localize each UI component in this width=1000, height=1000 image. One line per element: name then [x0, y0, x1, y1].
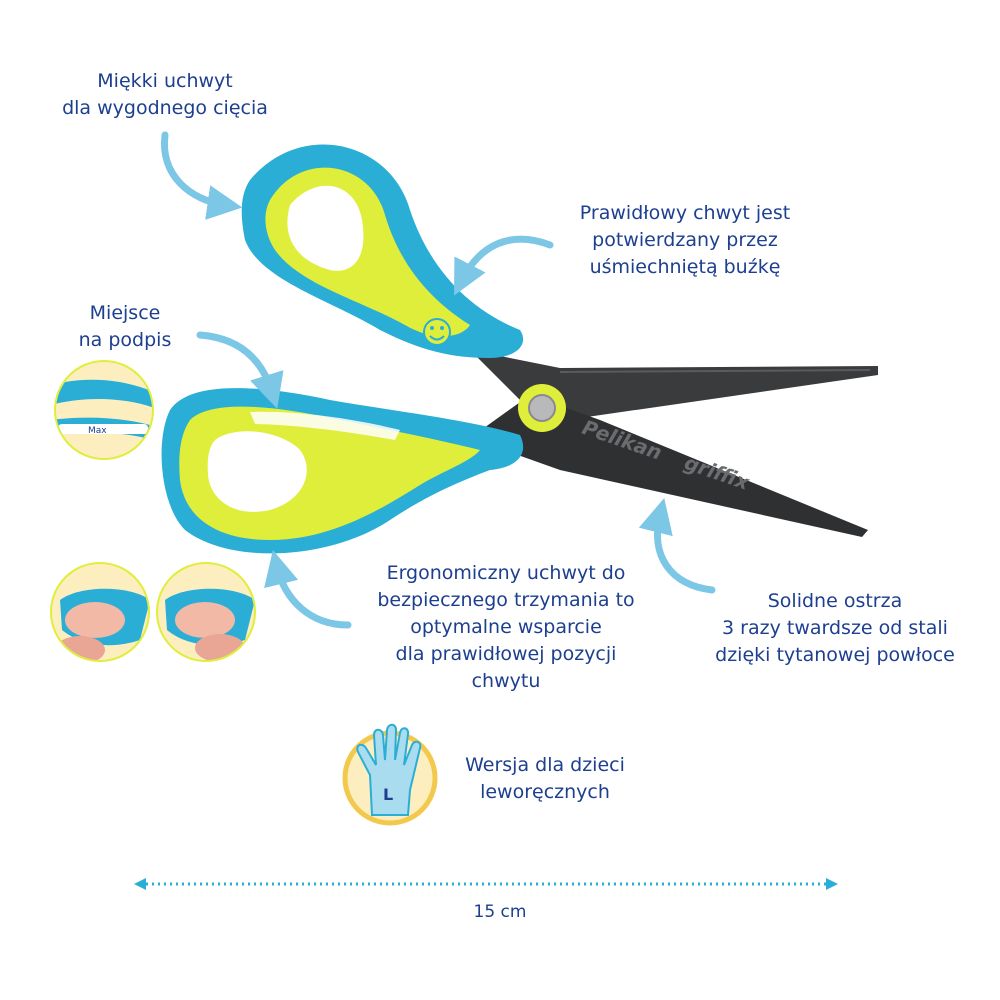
callout-blades: Solidne ostrza 3 razy twardsze od stali … [715, 590, 955, 666]
callout-name-spot: Miejsce na podpis [78, 302, 172, 351]
grip-detail-left [50, 562, 150, 662]
name-tag-text: Max [88, 426, 107, 436]
dimension-label: 15 cm [473, 902, 527, 922]
scissor-blades [470, 350, 878, 537]
callout-smiley: Prawidłowy chwyt jest potwierdzany przez… [579, 202, 791, 278]
hand-letter: L [383, 785, 393, 804]
lower-handle [161, 388, 524, 554]
curved-arrow-icon [264, 549, 352, 629]
smiley-icon [423, 318, 451, 346]
curved-arrow-icon [196, 331, 284, 409]
upper-handle [241, 144, 524, 358]
curved-arrow-icon [453, 235, 554, 296]
curved-arrow-icon [160, 131, 243, 220]
callout-ergonomic: Ergonomiczny uchwyt do bezpiecznego trzy… [377, 562, 635, 692]
grip-detail-right [156, 562, 256, 662]
callout-soft-grip: Miękki uchwyt dla wygodnego cięcia [62, 70, 268, 119]
pivot-screw-icon [518, 384, 566, 432]
left-hand-icon: L [342, 723, 438, 826]
callout-lefthand: Wersja dla dzieci leworęcznych [465, 754, 625, 803]
name-tag-detail: Max [54, 360, 154, 460]
curved-arrow-icon [638, 498, 716, 594]
